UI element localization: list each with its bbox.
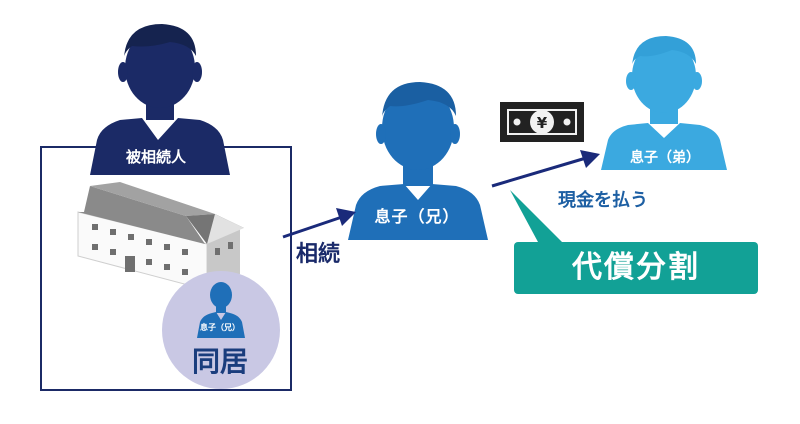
inheritance-label: 相続 [296,241,341,267]
eldest-son-icon [348,82,488,240]
callout-title: 代償分割 [572,250,700,285]
mini-eldest-son-label: 息子（兄） [200,323,240,332]
callout-shape [510,190,758,294]
mini-eldest-son-icon [197,282,245,338]
deceased-person-icon [90,24,230,175]
pay-cash-label: 現金を払う [558,190,648,211]
younger-son-label: 息子（弟） [630,150,700,166]
banknote-icon: ¥ [500,102,584,142]
payment-arrow [491,150,600,188]
younger-son-icon [601,36,727,170]
deceased-label: 被相続人 [125,148,186,166]
eldest-son-label: 息子（兄） [374,207,460,226]
cohabitation-label: 同居 [191,345,248,378]
currency-symbol: ¥ [537,114,548,132]
inheritance-arrow [282,208,356,239]
house-icon [77,182,244,291]
